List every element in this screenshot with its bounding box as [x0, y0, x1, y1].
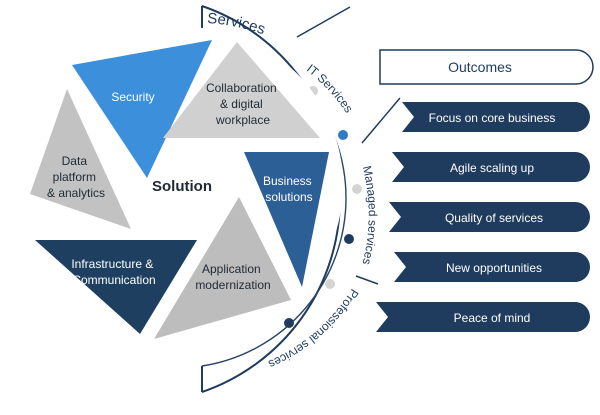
segment-label-data-platform: Data platform & analytics — [47, 154, 105, 200]
segment-label-business-solutions: Business solutions — [263, 174, 315, 204]
segment-label-infrastructure: Infrastructure & Communication — [71, 257, 156, 287]
ring-divider — [296, 6, 351, 38]
segment-label-application-modernization: Application modernization — [195, 262, 270, 292]
segment-label-collaboration: Collaboration & digital workplace — [206, 81, 280, 127]
segment-business-solutions — [244, 152, 329, 287]
track-dot — [284, 318, 294, 328]
outcome-quality-of-services: Quality of services — [389, 202, 590, 232]
outcome-label: Focus on core business — [429, 111, 556, 125]
outcomes-header-box — [379, 49, 594, 85]
track-dot — [338, 130, 348, 140]
track-dot — [325, 279, 335, 289]
outcome-agile-scaling-up: Agile scaling up — [392, 152, 590, 182]
tier-label-managed-services: Managed services — [360, 164, 380, 266]
outcome-new-opportunities: New opportunities — [394, 252, 590, 282]
track-dot — [352, 184, 362, 194]
solution-wheel — [27, 27, 343, 343]
outcome-focus-core-business: Focus on core business — [402, 102, 590, 132]
track-dots — [284, 86, 362, 328]
outcome-peace-of-mind: Peace of mind — [376, 302, 590, 332]
segment-collaboration — [163, 42, 320, 138]
segment-data-platform — [30, 89, 131, 229]
outcomes-header: Outcomes — [379, 49, 594, 85]
outcome-label: New opportunities — [446, 261, 542, 275]
outcome-label: Agile scaling up — [450, 161, 534, 175]
segment-label-security: Security — [111, 90, 154, 104]
ring-divider — [361, 97, 401, 144]
segment-application-modernization — [154, 197, 291, 339]
outcomes-title: Outcomes — [448, 59, 512, 75]
solution-center-label: Solution — [152, 178, 212, 195]
outcome-label: Quality of services — [445, 211, 543, 225]
segment-security — [72, 40, 212, 178]
track-dot — [344, 234, 354, 244]
outcome-label: Peace of mind — [454, 311, 531, 325]
ring-divider — [355, 275, 379, 285]
segment-infrastructure — [35, 240, 197, 334]
